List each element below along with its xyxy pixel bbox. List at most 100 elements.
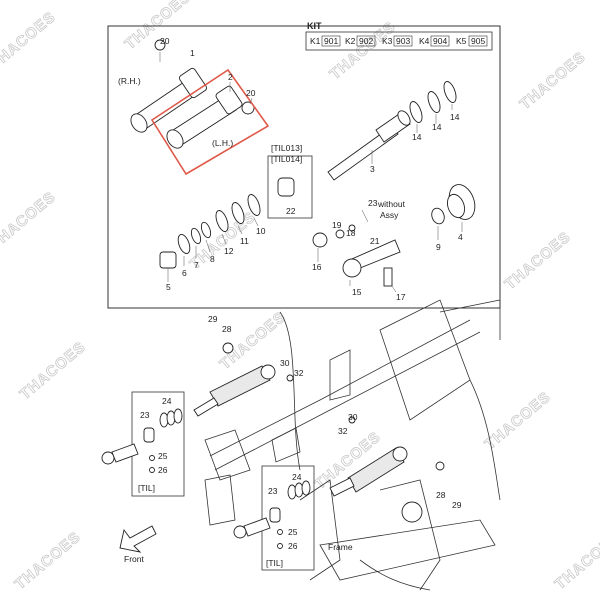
part-number: 9 [436, 242, 441, 252]
part-number: 29 [452, 500, 462, 510]
part-number: 16 [312, 262, 322, 272]
kit-entry: K4 904 [419, 35, 450, 47]
label-front: Front [124, 554, 144, 564]
kit-entry: K1 901 [310, 35, 341, 47]
part-number: 20 [160, 36, 170, 46]
seal-ring-group-lower [159, 194, 261, 269]
part-number: 29 [208, 314, 218, 324]
label-assy: Assy [380, 210, 399, 220]
watermark: THACOES [12, 528, 84, 593]
part-number: 6 [182, 268, 187, 278]
part-number: 32 [338, 426, 348, 436]
label-til: [TIL] [138, 483, 155, 493]
part-number: 14 [432, 122, 442, 132]
highlight-box [150, 68, 270, 176]
til-box-left: [TIL] [131, 391, 185, 497]
part-number: 7 [194, 260, 199, 270]
part-number: 17 [396, 292, 406, 302]
watermark: THACOES [327, 18, 399, 83]
cylinder-tube-lh [166, 85, 255, 149]
watermark: THACOES [0, 8, 59, 73]
svg-text:K4: K4 [419, 36, 430, 46]
part-number: 18 [346, 228, 356, 238]
part-number: 23 [368, 198, 378, 208]
seal-ring-14 [409, 81, 457, 123]
piston-rod [327, 110, 411, 181]
frame-assembly [204, 299, 501, 591]
label-rh: (R.H.) [118, 76, 141, 86]
part-number: 19 [332, 220, 342, 230]
part-number: 2 [228, 72, 233, 82]
watermark: THACOES [552, 528, 600, 593]
watermark: THACOES [17, 338, 89, 403]
part-number: 30 [348, 412, 358, 422]
front-arrow-icon [119, 525, 157, 553]
label-frame: Frame [328, 542, 353, 552]
part-number: 1 [190, 48, 195, 58]
kit-entry: K2 902 [345, 35, 376, 47]
cylinder-tube-rh [130, 39, 208, 133]
svg-text:K5: K5 [456, 36, 467, 46]
part-number: 20 [246, 88, 256, 98]
part-number: 28 [222, 324, 232, 334]
part-number: 30 [280, 358, 290, 368]
part-number: 12 [224, 246, 234, 256]
part-number: 24 [292, 472, 302, 482]
part-number: 23 [140, 410, 150, 420]
svg-text:902: 902 [359, 36, 373, 46]
watermark: THACOES [517, 48, 589, 113]
label-til: [TIL] [266, 558, 283, 568]
part-number: 11 [240, 236, 249, 246]
part-number: 25 [288, 527, 298, 537]
til-box-upper: [TIL013] [TIL014] [267, 143, 313, 219]
label-lh: (L.H.) [212, 138, 233, 148]
part-number: 15 [352, 287, 362, 297]
watermark: THACOES [0, 188, 59, 253]
watermark: THACOES [217, 308, 289, 373]
part-number: 22 [286, 206, 296, 216]
part-number: 14 [412, 132, 422, 142]
watermark: THACOES [482, 388, 554, 453]
pin-middle [233, 517, 271, 539]
part-numbers-upper: 20 1 2 20 3 14 14 14 22 23 without Assy … [160, 36, 463, 302]
kit-title: KIT [307, 21, 322, 31]
til-box-middle: [TIL] [261, 465, 315, 571]
kit-entry: K3 903 [382, 35, 413, 47]
part-number: 14 [450, 112, 460, 122]
svg-text:904: 904 [433, 36, 447, 46]
part-number: 32 [294, 368, 304, 378]
label-without: without [377, 199, 406, 209]
svg-text:903: 903 [396, 36, 410, 46]
rod-end [312, 224, 401, 287]
label-til013: [TIL013] [271, 143, 302, 153]
kit-entry: K5 905 [456, 35, 488, 47]
cylinder-lower-assembled [329, 416, 445, 523]
part-number: 25 [158, 451, 168, 461]
part-number: 8 [210, 254, 215, 264]
svg-text:K3: K3 [382, 36, 393, 46]
pin-left [101, 443, 139, 465]
cylinder-upper-assembled [193, 342, 294, 417]
svg-text:901: 901 [324, 36, 338, 46]
svg-text:K1: K1 [310, 36, 321, 46]
leader-lines [167, 82, 463, 293]
part-number: 26 [158, 465, 168, 475]
label-til014: [TIL014] [271, 154, 302, 164]
part-number: 24 [162, 396, 172, 406]
exploded-view-frame [107, 25, 501, 309]
part-number: 4 [458, 232, 463, 242]
gland-nut [431, 184, 476, 225]
part-number: 10 [256, 226, 266, 236]
kit-box: KIT K1 901 K2 902 K3 903 K4 904 K5 905 [305, 21, 493, 51]
part-number: 21 [370, 236, 380, 246]
part-number: 28 [436, 490, 446, 500]
svg-text:905: 905 [471, 36, 485, 46]
watermark: THACOES [502, 228, 574, 293]
part-number: 26 [288, 541, 298, 551]
part-number: 5 [166, 282, 171, 292]
part-numbers-lower: 29 28 30 32 23 24 25 26 32 30 23 24 25 2… [140, 314, 462, 551]
svg-text:K2: K2 [345, 36, 356, 46]
part-number: 23 [268, 486, 278, 496]
